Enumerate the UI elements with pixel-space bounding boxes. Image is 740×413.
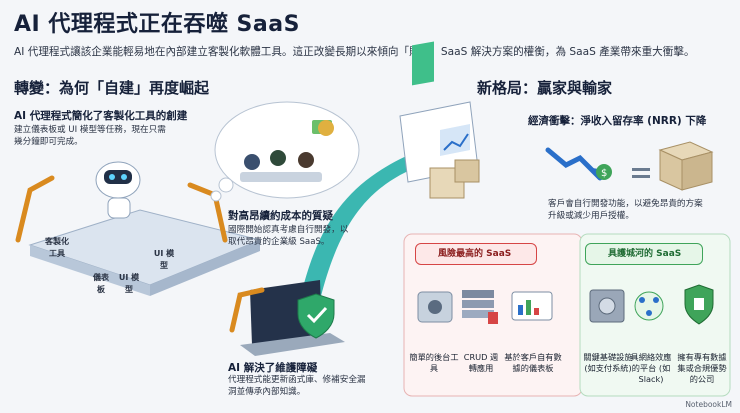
- nrr-desc: 客戶會自行開發功能，以避免昂貴的方案升級或減少用戶授權。: [548, 199, 703, 221]
- robot-icon: [95, 161, 141, 219]
- moat-item-label: 具網絡效應的平台 (如 Slack): [630, 352, 672, 384]
- svg-text:$: $: [601, 168, 607, 179]
- nrr-decline-chart-icon: $: [545, 141, 714, 191]
- dashboard-data-icon: [511, 291, 553, 321]
- risk-item-label: 基於客戶自有數據的儀表板: [504, 352, 562, 373]
- robot-arm-icon: [15, 175, 55, 243]
- moat-item-label: 擁有專有數據集或合規優勢的公司: [677, 352, 727, 384]
- crud-app-icon: [462, 290, 498, 324]
- moat-saas-label: 具護城河的 SaaS: [608, 249, 682, 259]
- network-platform-icon: [634, 291, 664, 321]
- risk-saas-badge: 風險最高的 SaaS: [415, 243, 537, 265]
- right-section-heading: 新格局：贏家與輸家: [477, 79, 613, 97]
- risk-item-label: 簡單的後台工具: [409, 352, 459, 373]
- robot-arm-icon-bottom: [229, 287, 265, 333]
- simplify-desc: 建立儀表板或 UI 模型等任務，現在只需幾分鐘即可完成。: [14, 125, 166, 147]
- platform-illustration: [28, 209, 262, 296]
- proprietary-data-icon: [684, 284, 714, 325]
- left-section-heading: 轉變：為何「自建」再度崛起: [14, 79, 210, 97]
- cost-desc: 國際開始認真考慮自行開發，以取代昂貴的企業級 SaaS。: [228, 225, 349, 247]
- laptop-shield-icon: [240, 280, 345, 356]
- cube-label: 客製化工具: [45, 237, 69, 258]
- maintenance-title: AI 解決了維護障礙: [228, 362, 318, 374]
- simplify-title: AI 代理程式簡化了客製化工具的創建: [14, 110, 188, 122]
- cube-label: UI 模型: [153, 249, 175, 270]
- cost-title: 對高昂續約成本的質疑: [228, 210, 333, 222]
- moat-item-label: 關鍵基礎設施 (如支付系統): [583, 352, 633, 373]
- meeting-cloud: [210, 101, 360, 202]
- safe-vault-icon: [589, 289, 625, 323]
- nrr-title: 經濟衝擊：淨收入留存率 (NRR) 下降: [528, 115, 707, 127]
- page-title: AI 代理程式正在吞噬 SaaS: [14, 12, 300, 37]
- cube-label: UI 模型: [118, 273, 140, 294]
- page-subtitle: AI 代理程式讓該企業能輕易地在內部建立客製化軟體工具。這正改變長期以來傾向「購…: [14, 46, 695, 58]
- risk-item-label: CRUD 週轉應用: [463, 352, 499, 373]
- brand-watermark: NotebookLM: [685, 400, 732, 409]
- moat-saas-badge: 具護城河的 SaaS: [585, 243, 703, 265]
- risk-saas-label: 風險最高的 SaaS: [438, 249, 512, 259]
- cube-label: 儀表板: [93, 273, 109, 294]
- backend-tool-icon: [417, 291, 453, 323]
- boxes-icon: [429, 159, 480, 199]
- maintenance-desc: 代理程式能更新函式庫、修補安全漏洞並傳承內部知識。: [228, 375, 366, 397]
